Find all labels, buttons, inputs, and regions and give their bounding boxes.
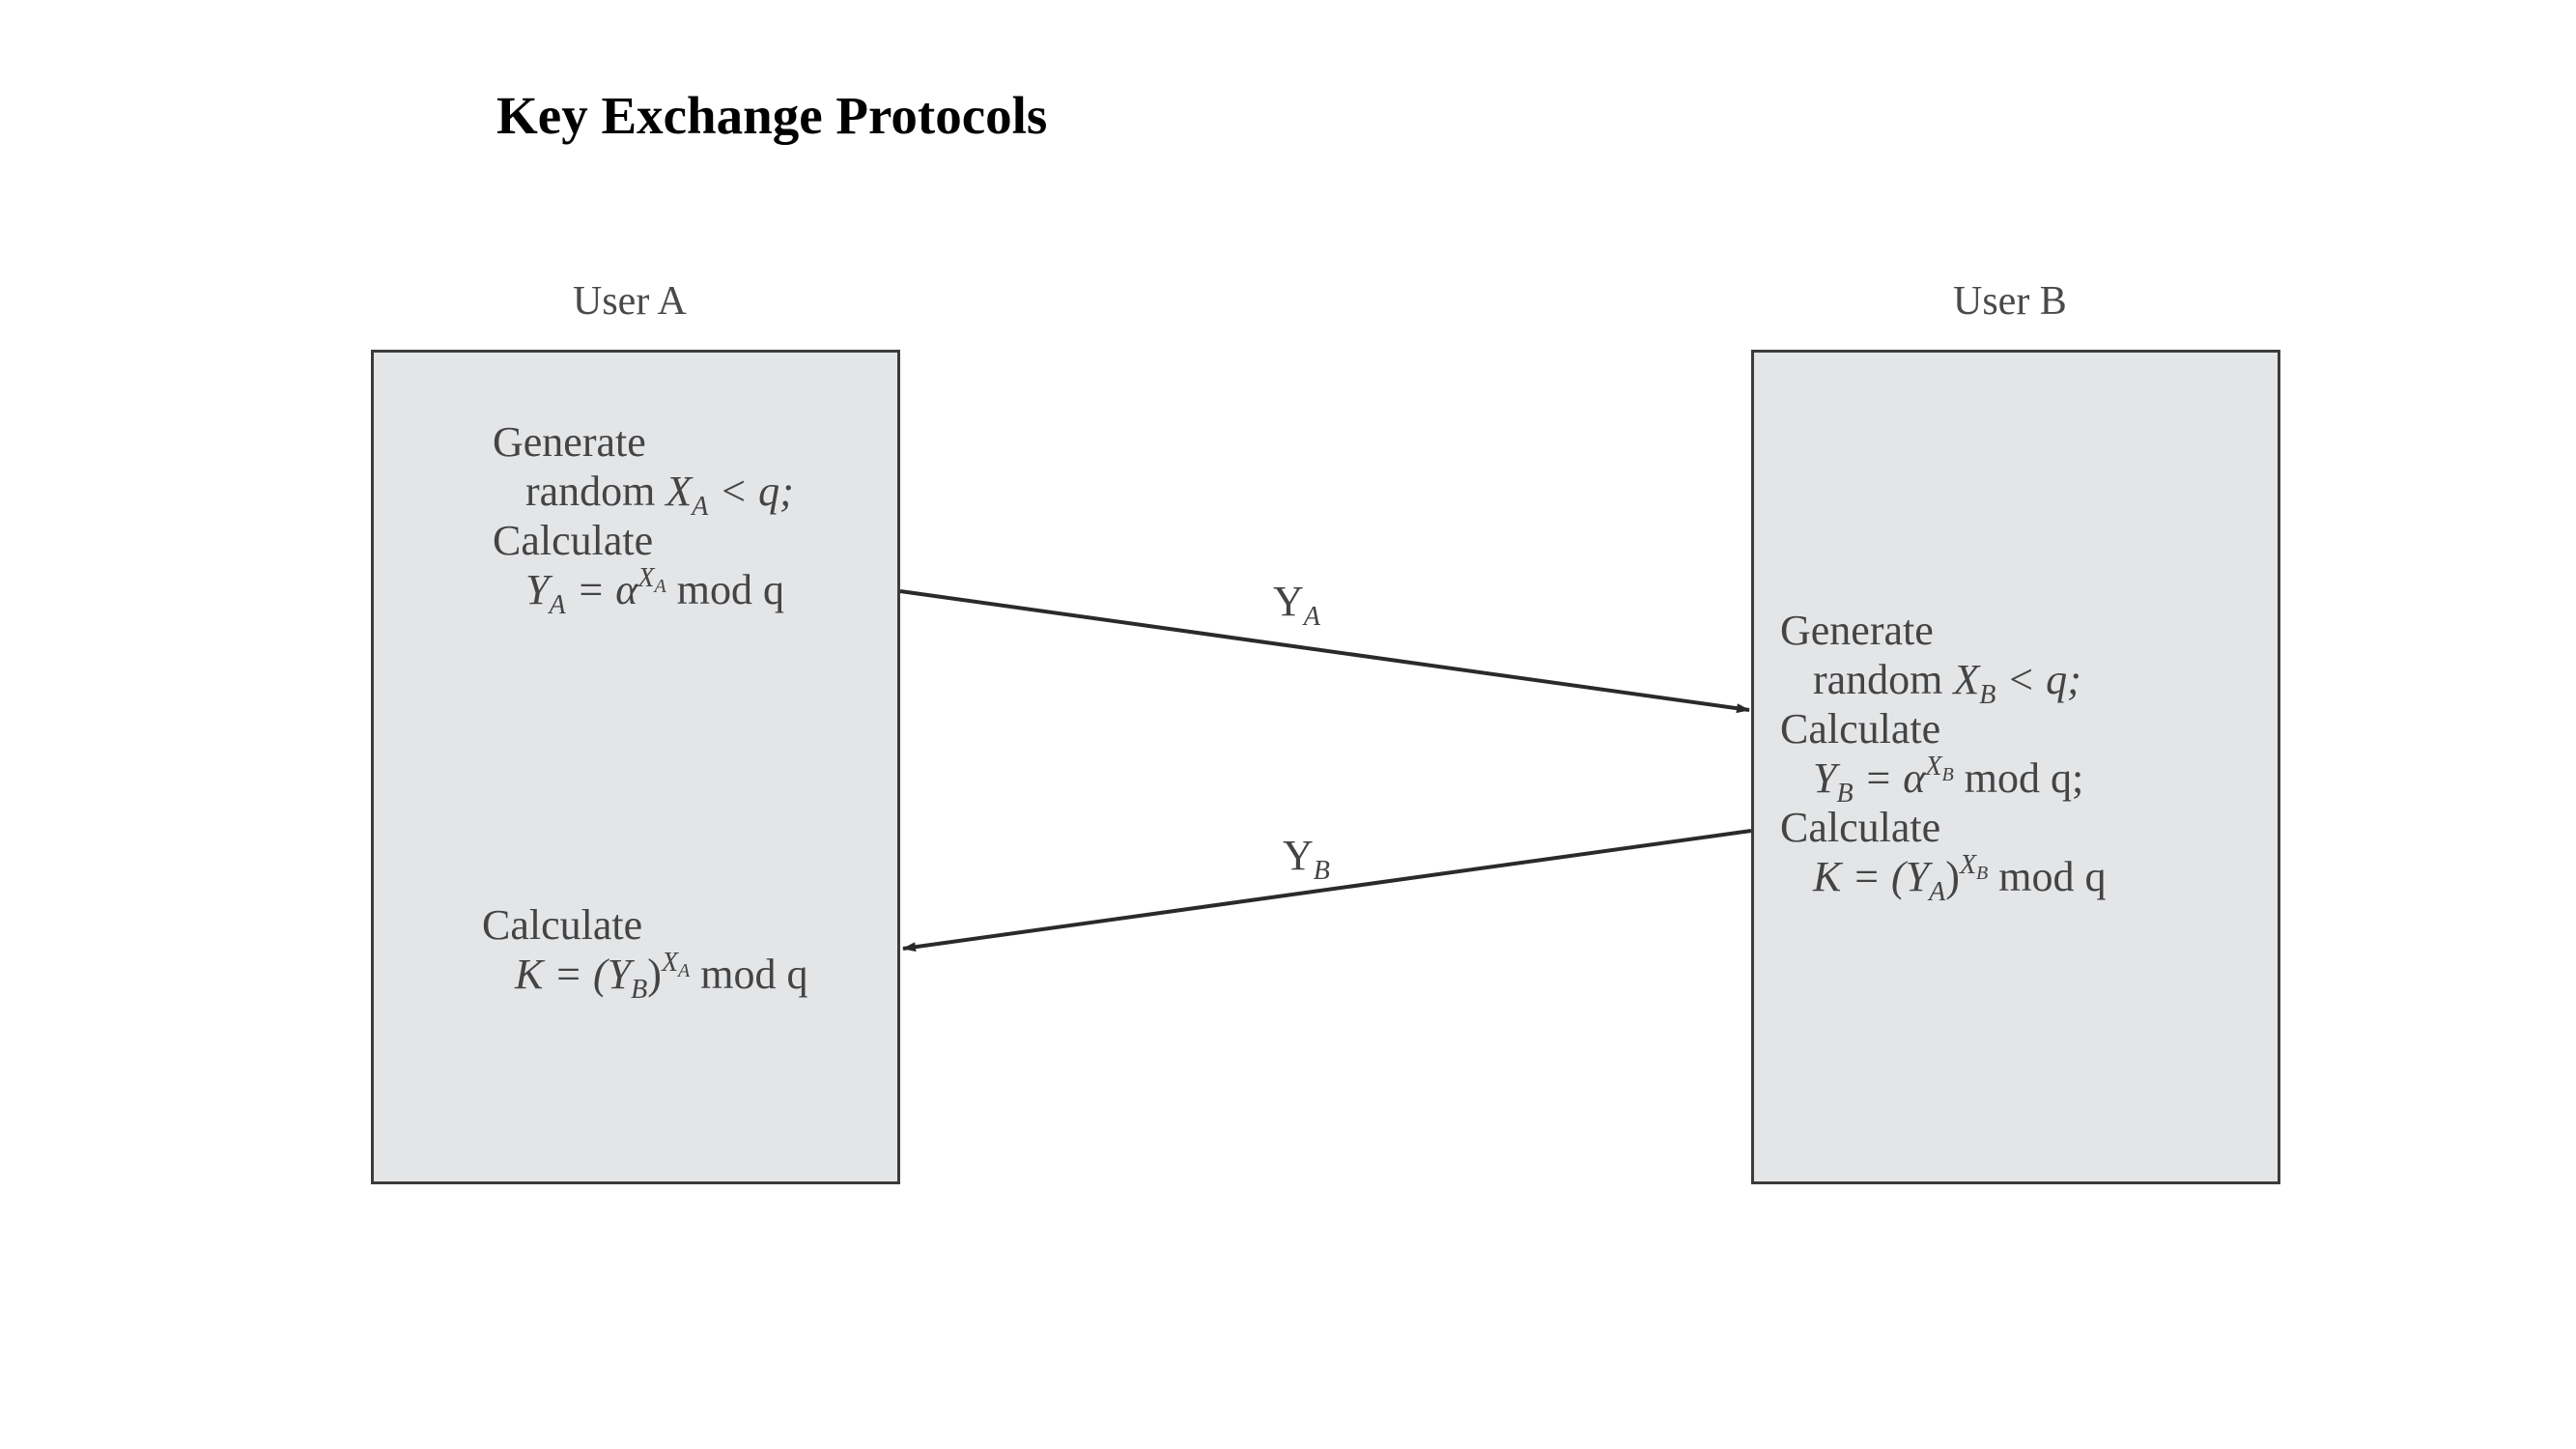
formula-exponent: XA — [637, 563, 665, 597]
step-text: random — [1813, 656, 1943, 703]
formula-var: Y — [525, 566, 550, 613]
formula-close: ) — [647, 951, 662, 998]
formula-subscript: B — [1979, 680, 1996, 710]
exponent-subscript: A — [654, 576, 666, 597]
exponent-var: X — [1959, 850, 1977, 880]
formula-exponent: XB — [1925, 752, 1953, 785]
formula-var: Y — [1813, 754, 1837, 802]
step-text: Calculate — [1780, 804, 1941, 851]
step-text: Generate — [1780, 607, 1934, 654]
step-text: Calculate — [493, 517, 654, 564]
exponent-subscript: B — [1941, 764, 1954, 785]
exponent-subscript: B — [1976, 863, 1989, 884]
exponent-var: X — [661, 948, 679, 978]
formula-subscript: A — [1929, 877, 1946, 907]
formula-line: K = (YA)XB mod q — [1780, 850, 2107, 906]
user-a-label: User A — [573, 279, 687, 324]
message-var: Y — [1273, 578, 1304, 625]
formula-eq: = α — [565, 566, 638, 613]
formula-exponent: XB — [1959, 850, 1988, 884]
user-a-key-step: Calculate K = (YB)XA mod q — [482, 900, 808, 1004]
user-a-box — [371, 350, 900, 1184]
message-ya-label: YA — [1273, 577, 1320, 631]
message-var: Y — [1283, 832, 1314, 879]
message-subscript: A — [1303, 602, 1320, 632]
formula-rest: < q; — [1996, 656, 2081, 703]
exponent-var: X — [1925, 752, 1942, 781]
arrow-b-to-a — [902, 829, 1752, 952]
exponent-subscript: A — [678, 960, 691, 981]
diagram-title: Key Exchange Protocols — [496, 86, 1048, 145]
formula-subscript: A — [692, 492, 709, 522]
formula-var: X — [1953, 656, 1980, 703]
formula-subscript: B — [1836, 779, 1854, 809]
step-text: Generate — [493, 418, 646, 466]
user-a-generate-step: Generate random XA < q; Calculate YA = α… — [493, 417, 794, 619]
step-text: Calculate — [1780, 705, 1941, 753]
message-yb-label: YB — [1283, 831, 1330, 885]
formula-subscript: A — [549, 590, 566, 620]
formula-rest: mod q; — [1953, 754, 2084, 802]
formula-line: random XB < q; — [1780, 655, 2107, 709]
formula-line: K = (YB)XA mod q — [482, 948, 808, 1004]
formula-pre: K = (Y — [515, 951, 632, 998]
formula-exponent: XA — [661, 948, 691, 981]
formula-subscript: B — [631, 975, 648, 1005]
formula-line: YA = αXA mod q — [493, 563, 794, 619]
user-b-steps: Generate random XB < q; Calculate YB = α… — [1780, 606, 2107, 906]
formula-rest: < q; — [708, 468, 794, 515]
message-subscript: B — [1313, 856, 1330, 886]
user-b-box — [1751, 350, 2280, 1184]
formula-line: random XA < q; — [493, 467, 794, 521]
formula-rest: mod q — [665, 566, 784, 613]
formula-var: X — [665, 468, 693, 515]
arrow-a-to-b — [899, 589, 1750, 714]
formula-pre: K = (Y — [1813, 853, 1930, 900]
exponent-var: X — [637, 563, 655, 593]
user-b-label: User B — [1953, 279, 2067, 324]
formula-line: YB = αXB mod q; — [1780, 752, 2107, 808]
formula-close: ) — [1945, 853, 1960, 900]
step-text: random — [525, 468, 656, 515]
formula-eq: = α — [1853, 754, 1926, 802]
formula-rest: mod q — [1988, 853, 2107, 900]
step-text: Calculate — [482, 901, 643, 949]
formula-rest: mod q — [690, 951, 808, 998]
